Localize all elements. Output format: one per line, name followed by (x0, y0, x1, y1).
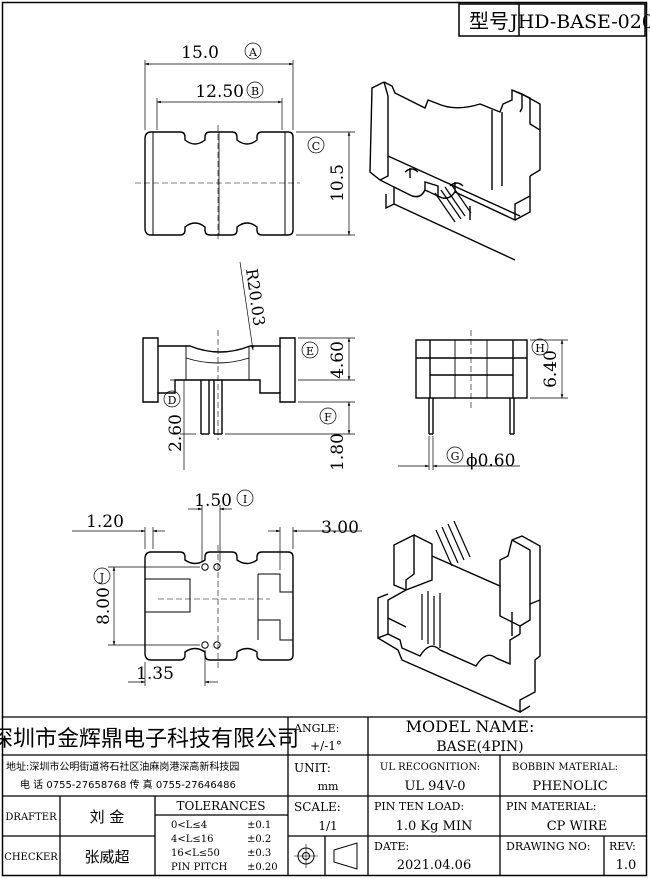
dim-ref-j: J (99, 571, 104, 584)
pin-material-value: CP WIRE (547, 819, 608, 834)
dim-pin-len: 2.60 (166, 414, 186, 452)
dim-bottom-offset: 1.35 (136, 664, 174, 684)
tolerance-value: ±0.1 (247, 820, 271, 831)
tolerance-range: 16<L≤50 (171, 848, 220, 859)
angle-label: ANGLE: (293, 722, 339, 735)
dim-ref-h: H (535, 342, 545, 355)
side-view-dims (163, 261, 355, 470)
tolerances-label: TOLERANCES (177, 799, 266, 813)
rev-value: 1.0 (616, 858, 637, 873)
isometric-view-bottom (377, 533, 541, 714)
bottom-view (144, 545, 294, 668)
bottom-view-dims (72, 489, 362, 686)
company-name: 深圳市金辉鼎电子科技有限公司 (0, 727, 299, 752)
bobbin-label: BOBBIN MATERIAL: (512, 762, 618, 773)
dim-radius: R20.03 (242, 267, 269, 327)
model-name-value: BASE(4PIN) (436, 739, 523, 755)
angle-value: +/-1° (310, 739, 342, 753)
pin-load-value: 1.0 Kg MIN (396, 819, 473, 834)
title-block-grid (2, 716, 647, 876)
dim-right-offset: 3.00 (321, 518, 359, 538)
checker-label: CHECKER (4, 852, 58, 863)
tolerance-rows: 0<L≤4 ±0.1 4<L≤16 ±0.2 16<L≤50 ±0.3 PIN … (171, 820, 278, 873)
rev-label: REV: (609, 840, 636, 853)
model-code: JHD-BASE-020 (508, 11, 650, 33)
ul-label: UL RECOGNITION: (380, 762, 480, 773)
drawing-no-label: DRAWING NO: (506, 840, 591, 853)
tolerance-value: ±0.20 (247, 862, 278, 873)
dim-ref-a: A (248, 46, 258, 59)
pin-load-label: PIN TEN LOAD: (374, 800, 464, 813)
dim-ref-b: B (251, 85, 259, 98)
isometric-bottom-pins (421, 520, 471, 648)
bobbin-value: PHENOLIC (532, 779, 607, 794)
isometric-top-pins (434, 183, 472, 223)
unit-label: UNIT: (294, 761, 331, 775)
model-header-box: 型号 JHD-BASE-020 (458, 3, 650, 37)
model-name-label: MODEL NAME: (406, 717, 535, 736)
isometric-view-top (369, 81, 541, 261)
projection-symbol (294, 842, 358, 870)
dim-height-e: 4.60 (328, 341, 348, 379)
top-view (135, 125, 300, 242)
tolerance-range: 0<L≤4 (171, 820, 207, 831)
top-view-dims (144, 42, 355, 236)
front-view-dims (398, 338, 568, 470)
dim-ref-g: G (451, 450, 460, 463)
tolerance-range: 4<L≤16 (171, 834, 214, 845)
dim-ref-i: I (243, 493, 247, 506)
tolerance-value: ±0.3 (247, 848, 271, 859)
scale-value: 1/1 (318, 819, 337, 833)
dim-ref-c: C (312, 140, 320, 153)
checker-name: 张威超 (84, 848, 129, 866)
drafter-label: DRAFTER (5, 812, 57, 823)
dim-row-spacing: 8.00 (94, 587, 114, 625)
type-label: 型号 (469, 9, 509, 33)
dim-height-h: 6.40 (541, 350, 561, 388)
dim-width-inner: 12.50 (195, 82, 244, 102)
dim-ref-d: D (168, 394, 177, 407)
tolerance-value: ±0.2 (247, 834, 271, 845)
pin-material-label: PIN MATERIAL: (506, 800, 596, 813)
company-phone: 电 话 0755-27658768 传 真 0755-27646486 (20, 778, 236, 791)
dim-depth: 10.5 (328, 164, 348, 202)
drafter-name: 刘 金 (90, 808, 125, 826)
dim-pin-pitch: 1.50 (194, 491, 232, 511)
front-view (415, 330, 528, 435)
date-value: 2021.04.06 (397, 858, 471, 873)
tolerance-range: PIN PITCH (171, 862, 228, 873)
dim-ref-f: F (324, 411, 332, 424)
dim-ref-e: E (306, 345, 314, 358)
dim-left-offset: 1.20 (86, 512, 124, 532)
ul-value: UL 94V-0 (404, 779, 465, 794)
dim-pin-dia: ϕ0.60 (466, 451, 515, 471)
company-address: 地址:深圳市公明街道将石社区油麻岗港深高新科技园 (6, 760, 239, 773)
unit-value: mm (318, 780, 339, 793)
scale-label: SCALE: (294, 800, 341, 814)
dim-width-total: 15.0 (181, 43, 219, 63)
side-view (142, 330, 296, 440)
dim-base-h: 1.80 (328, 433, 348, 471)
date-label: DATE: (374, 840, 409, 853)
